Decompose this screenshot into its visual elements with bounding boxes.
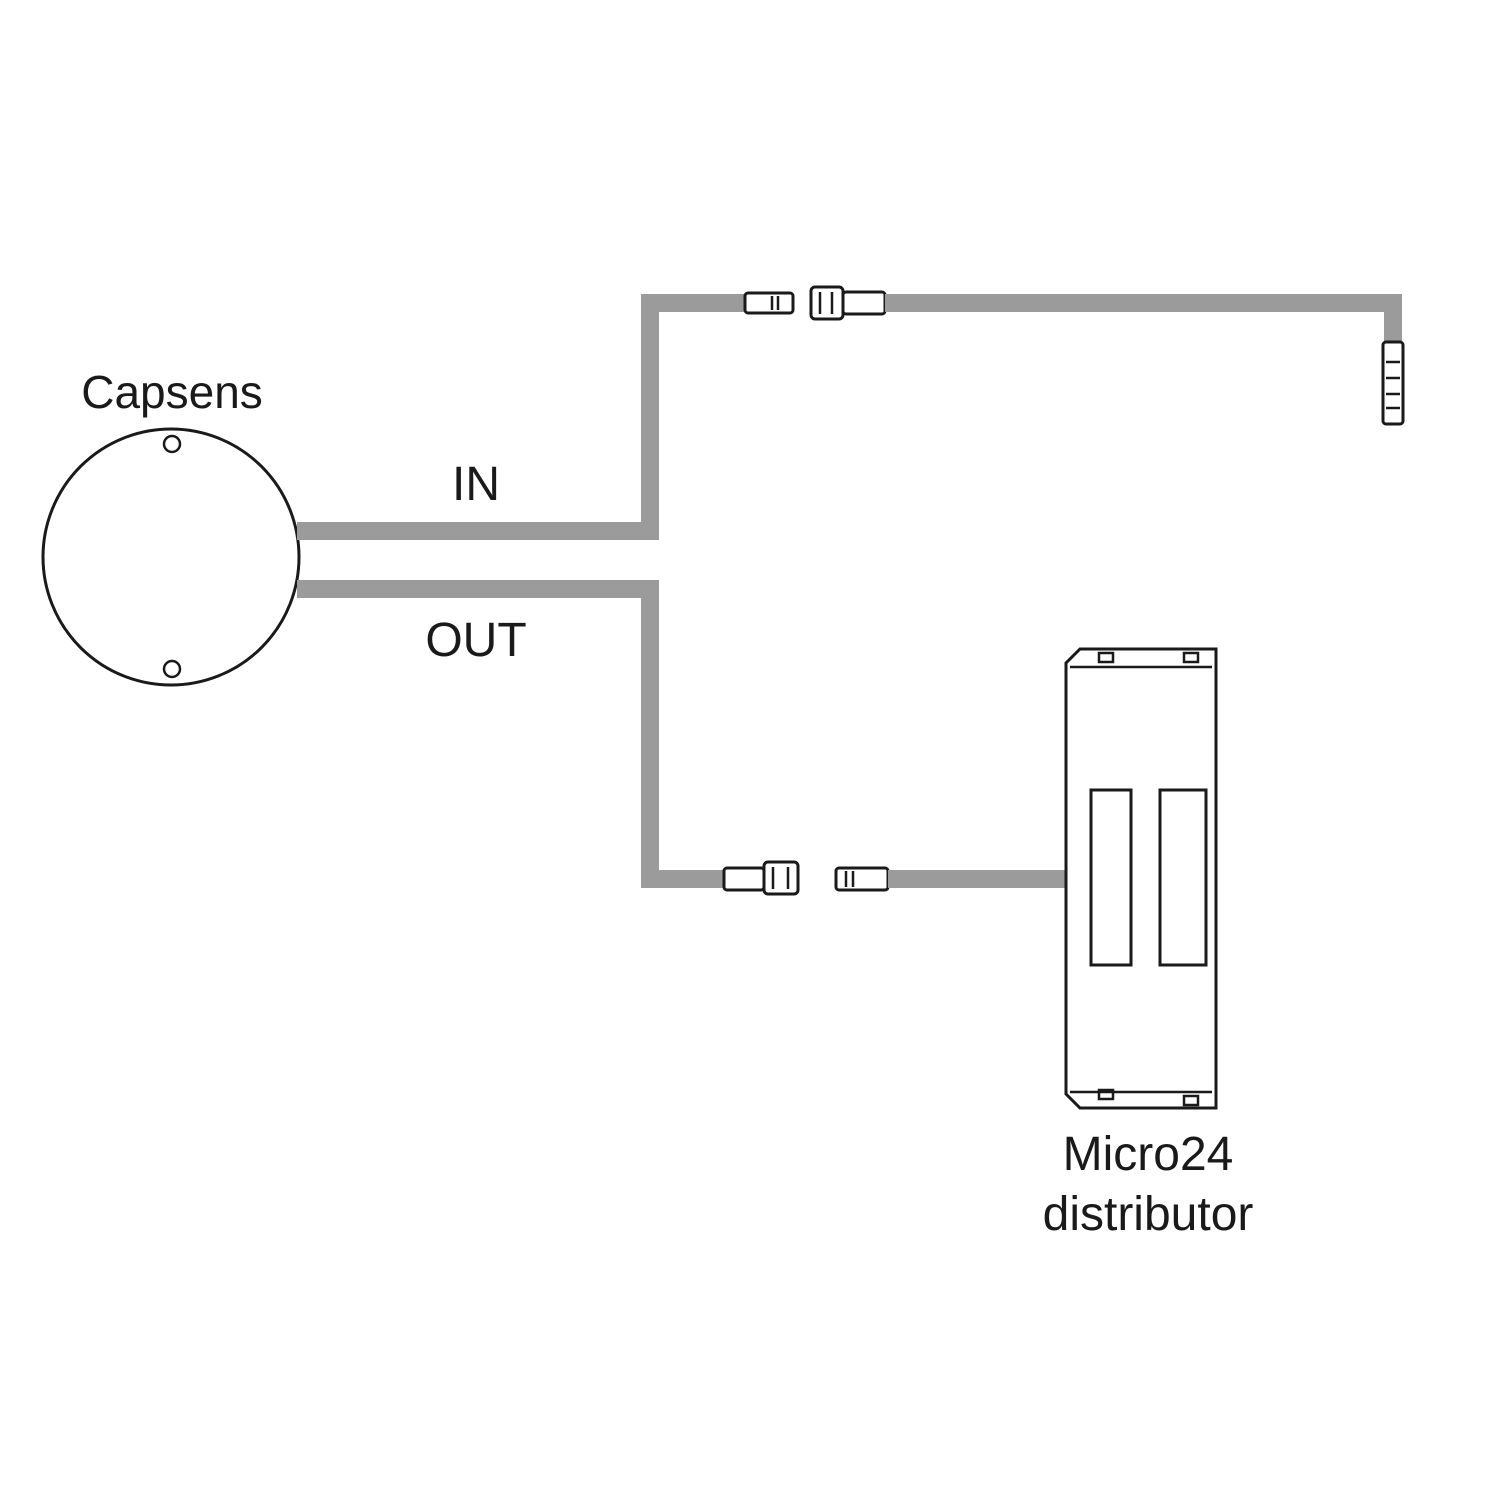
distributor-body: [1064, 647, 1218, 1110]
capsens-body: [41, 427, 301, 687]
out-cable: [297, 580, 728, 888]
distributor-port-right: [1158, 788, 1208, 967]
capsens-sensor: [41, 427, 301, 687]
distributor-port-left: [1089, 788, 1133, 967]
in-label: IN: [452, 458, 500, 511]
in-connector-female: [809, 285, 887, 321]
capsens-label: Capsens: [81, 366, 263, 418]
out-connector-female: [722, 860, 800, 896]
capsens-mount-hole-top: [162, 434, 182, 454]
in-connector-male: [743, 291, 795, 315]
in-cable: [297, 294, 750, 540]
distributor-label-line1: Micro24: [1063, 1128, 1234, 1181]
end-connector: [1381, 340, 1405, 426]
distributor-label-line2: distributor: [1043, 1188, 1254, 1241]
out-connector-male: [834, 866, 890, 892]
out-label: OUT: [425, 614, 526, 667]
in-extension-cable: [885, 294, 1402, 345]
micro24-distributor: [1064, 647, 1218, 1110]
capsens-mount-hole-bottom: [162, 659, 182, 679]
